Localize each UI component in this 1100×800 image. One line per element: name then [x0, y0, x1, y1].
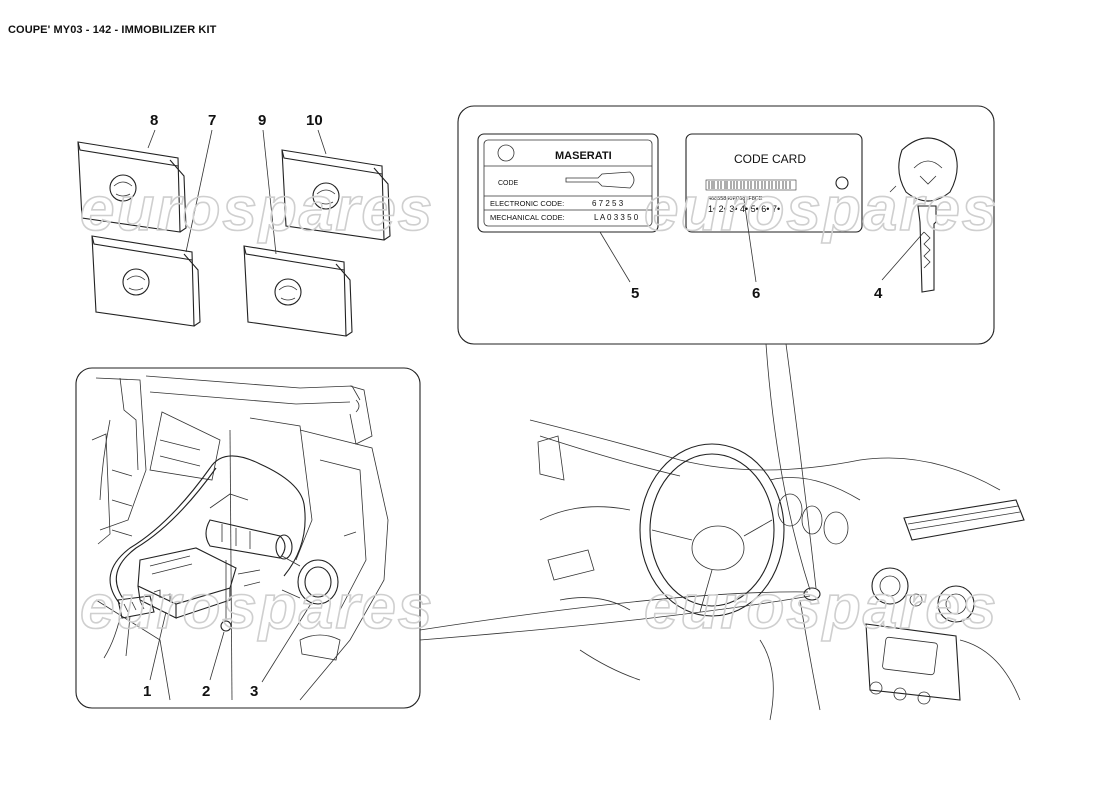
callout-10: 10: [306, 112, 323, 129]
ignition-lock-cylinder: [205, 493, 293, 560]
code-tag: MASERATI CODE ELECTRONIC CODE: 6 7 2 5 3…: [477, 133, 659, 233]
fixing-nut: [220, 560, 232, 632]
center-console-display: [865, 623, 961, 701]
steering-wheel: [639, 443, 785, 617]
key-bag-10: [281, 149, 391, 241]
callout-3: 3: [250, 683, 258, 700]
code-card-digits: 1• 2• 3• 4• 5• 6• 7•: [708, 204, 780, 214]
kit-contents-panel: [457, 105, 995, 345]
immobilizer-key: [889, 137, 958, 293]
code-tag-mechanical-label: MECHANICAL CODE:: [490, 213, 565, 222]
key-bag-7: [91, 235, 201, 327]
key-bag-9: [243, 245, 353, 337]
code-tag-mechanical-value: L A 0 3 3 5 0: [594, 213, 639, 222]
immobilizer-control-unit: [137, 547, 237, 619]
code-tag-electronic-value: 6 7 2 5 3: [592, 199, 624, 208]
barcode: [705, 179, 797, 191]
dashboard-top-vent: [903, 499, 1025, 541]
installation-detail-panel: [75, 367, 421, 709]
steering-column-structure: [91, 375, 389, 701]
callout-9: 9: [258, 112, 266, 129]
dashboard-overview: [529, 419, 1025, 721]
watermark-4: eurospares: [644, 573, 998, 642]
page-title: COUPE' MY03 - 142 - IMMOBILIZER KIT: [8, 24, 217, 36]
callout-6: 6: [752, 285, 760, 302]
watermark-1: eurospares: [80, 175, 434, 244]
code-card-barcode-text: 46855840P0681F8CE: [708, 196, 763, 202]
callout-2: 2: [202, 683, 210, 700]
ignition-point: [803, 587, 821, 601]
transponder-antenna-ring: [281, 555, 339, 605]
code-tag-brand: MASERATI: [555, 150, 612, 162]
callout-4: 4: [874, 285, 883, 302]
code-card: CODE CARD 46855840P0681F8CE 1• 2• 3• 4• …: [685, 133, 863, 233]
code-tag-code-label: CODE: [498, 180, 519, 187]
air-vent-right: [937, 585, 975, 623]
code-card-hole: [835, 176, 849, 190]
callout-1: 1: [143, 683, 151, 700]
callout-5: 5: [631, 285, 639, 302]
watermark-2: eurospares: [644, 175, 998, 244]
watermark-3: eurospares: [80, 573, 434, 642]
air-vent-left: [871, 567, 909, 605]
key-bag-8: [77, 141, 187, 233]
code-card-title: CODE CARD: [734, 152, 806, 166]
callout-8: 8: [150, 112, 158, 129]
wiring-harness: [109, 455, 306, 605]
callout-7: 7: [208, 112, 216, 129]
code-tag-electronic-label: ELECTRONIC CODE:: [490, 199, 564, 208]
